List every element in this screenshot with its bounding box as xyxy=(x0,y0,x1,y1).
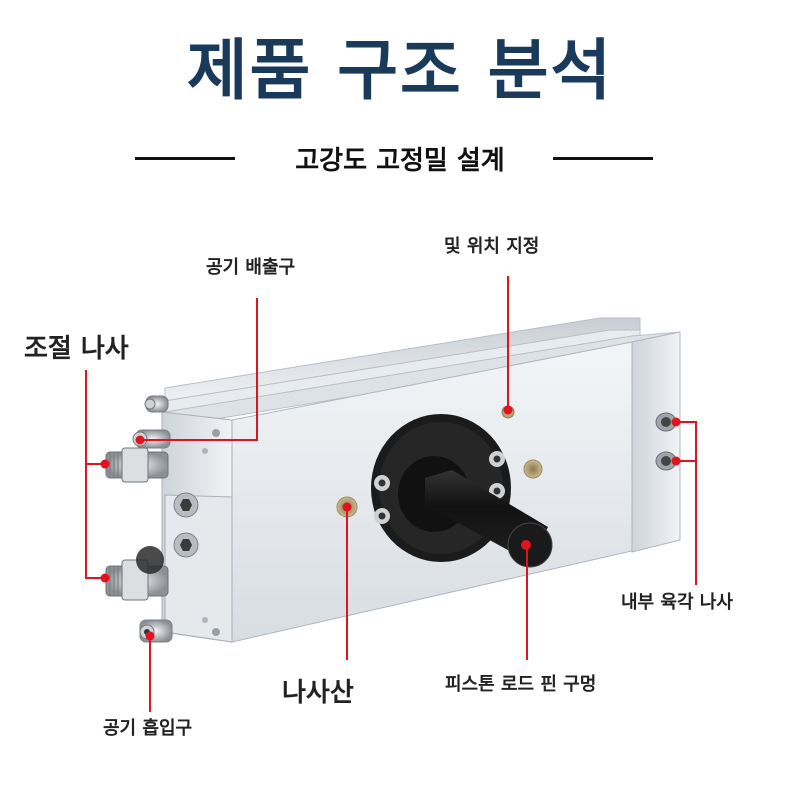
subtitle-row: 고강도 고정밀 설계 xyxy=(0,138,800,178)
callout-dot xyxy=(135,435,145,445)
callout-adjust-screw-lower xyxy=(85,464,104,579)
callout-dot xyxy=(671,456,681,466)
callout-dot xyxy=(671,417,681,427)
subtitle-left-rule xyxy=(135,157,235,160)
label-position-fix: 및 위치 지정 xyxy=(444,236,540,257)
callout-dot xyxy=(100,459,110,469)
callout-inner-hex-screw xyxy=(676,421,697,585)
flange-bolt-icon xyxy=(374,508,390,524)
callout-lines xyxy=(85,276,697,712)
callout-dot xyxy=(100,573,110,583)
callout-air-exhaust xyxy=(140,298,258,441)
flange-bolt-icon xyxy=(489,451,505,467)
label-adjust-screw: 조절 나사 xyxy=(24,334,129,364)
page-title: 제품 구조 분석 xyxy=(186,32,614,109)
label-air-exhaust: 공기 배출구 xyxy=(206,257,296,278)
housing-right-block xyxy=(631,331,681,553)
callout-dot xyxy=(342,502,352,512)
flange-bolt-icon xyxy=(374,475,390,491)
top-port-fitting xyxy=(144,395,169,413)
label-piston-rod-hole: 피스톤 로드 핀 구멍 xyxy=(445,674,597,695)
air-intake-port-fitting xyxy=(139,619,173,643)
label-inner-hex-screw: 내부 육각 나사 xyxy=(621,592,733,613)
label-air-intake: 공기 흡입구 xyxy=(103,718,193,739)
subtitle-right-rule xyxy=(553,157,653,160)
adjust-screw-upper xyxy=(105,447,169,483)
callout-dot xyxy=(503,405,513,415)
cap-screw-icon xyxy=(212,628,220,636)
callout-dots xyxy=(100,405,681,641)
piston-rod xyxy=(425,470,553,568)
cap-screw-icon xyxy=(212,429,220,437)
housing-left-lower-block xyxy=(164,494,233,643)
threaded-hole-icon xyxy=(523,459,543,479)
label-screw-thread: 나사산 xyxy=(282,678,354,708)
callout-dot xyxy=(145,631,155,641)
cap-screw-icon xyxy=(202,448,208,454)
adjust-screw-lower xyxy=(105,546,169,601)
hex-socket-screw-icon xyxy=(173,532,199,558)
inner-hex-screw-icon xyxy=(655,412,677,432)
callout-adjust-screw xyxy=(85,370,104,465)
cap-screw-icon xyxy=(202,617,208,623)
hex-socket-screw-icon xyxy=(173,492,199,518)
page-subtitle: 고강도 고정밀 설계 xyxy=(295,146,505,176)
